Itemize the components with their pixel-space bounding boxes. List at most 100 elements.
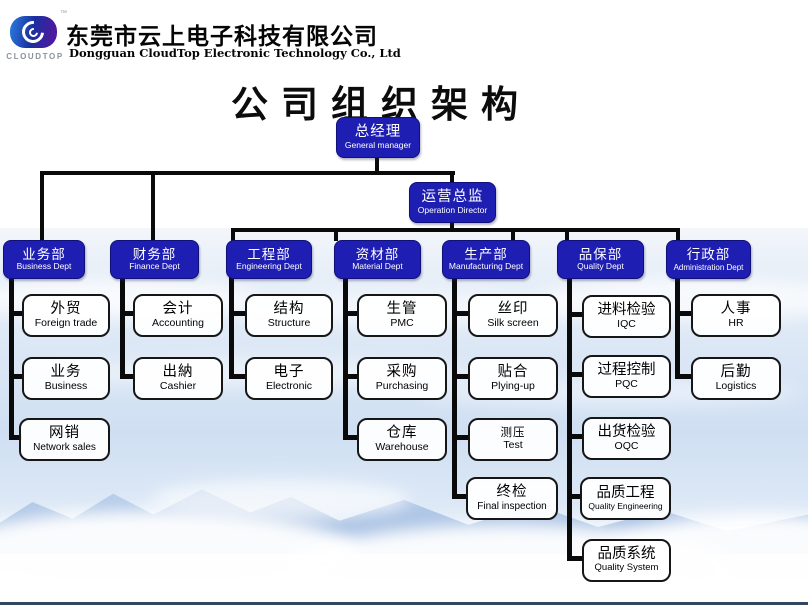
- label-en: Finance Dept: [129, 261, 180, 272]
- connector-line: [40, 171, 44, 241]
- footer-divider: [0, 602, 808, 605]
- connector-line: [452, 311, 468, 316]
- dept-engineering: 工程部 Engineering Dept: [226, 240, 312, 279]
- label-cn: 外贸: [50, 300, 82, 317]
- dept-admin: 行政部 Administration Dept: [666, 240, 751, 279]
- dept-material: 资材部 Material Dept: [334, 240, 421, 279]
- cloudtop-logo-icon: [10, 16, 57, 48]
- connector-line: [334, 228, 338, 241]
- child-warehouse: 仓库 Warehouse: [357, 418, 447, 461]
- connector-line: [450, 171, 454, 183]
- label-en: Operation Director: [417, 204, 488, 215]
- label-en: Accounting: [152, 316, 204, 329]
- label-en: Quality System: [594, 562, 659, 574]
- connector-line: [231, 228, 680, 232]
- connector-line: [450, 221, 454, 230]
- label-cn: 业务部: [22, 246, 66, 262]
- child-final-inspection: 终检 Final inspection: [466, 477, 558, 520]
- label-cn: 会计: [162, 300, 194, 317]
- dept-finance: 财务部 Finance Dept: [110, 240, 199, 279]
- child-cashier: 出納 Cashier: [133, 357, 223, 400]
- label-en: Administration Dept: [673, 262, 744, 272]
- child-silk-screen: 丝印 Silk screen: [468, 294, 558, 337]
- connector-line: [567, 277, 572, 561]
- dept-quality: 品保部 Quality Dept: [557, 240, 644, 279]
- label-cn: 资材部: [355, 246, 400, 262]
- label-cn: 电子: [273, 363, 305, 380]
- connector-line: [567, 372, 582, 377]
- label-en: Business Dept: [16, 261, 72, 272]
- connector-line: [675, 277, 680, 379]
- connector-line: [675, 311, 691, 316]
- child-structure: 结构 Structure: [245, 294, 333, 337]
- label-cn: 品质工程: [596, 484, 655, 501]
- child-accounting: 会计 Accounting: [133, 294, 223, 337]
- company-name-cn: 东莞市云上电子科技有限公司: [66, 23, 378, 49]
- connector-line: [9, 277, 14, 440]
- label-en: Silk screen: [487, 316, 539, 329]
- label-en: Foreign trade: [34, 316, 98, 329]
- label-cn: 仓库: [386, 424, 418, 441]
- connector-line: [452, 277, 457, 499]
- label-cn: 测压: [500, 427, 526, 440]
- label-cn: 采购: [386, 363, 418, 380]
- cloud-shape: [150, 480, 410, 520]
- connector-line: [343, 435, 357, 440]
- child-pqc: 过程控制 PQC: [582, 355, 671, 398]
- label-cn: 出货检验: [597, 423, 656, 440]
- label-en: IQC: [617, 317, 636, 330]
- label-en: Quality Engineering: [588, 500, 663, 511]
- label-en: Electronic: [265, 379, 313, 392]
- label-cn: 运营总监: [421, 189, 484, 206]
- child-iqc: 进料检验 IQC: [582, 295, 671, 338]
- label-cn: 品质系统: [597, 546, 656, 563]
- company-name-en: Dongguan CloudTop Electronic Technology …: [69, 46, 401, 60]
- connector-line: [511, 228, 515, 241]
- connector-line: [120, 374, 133, 379]
- child-purchasing: 采购 Purchasing: [357, 357, 447, 400]
- dept-manufacturing: 生产部 Manufacturing Dept: [442, 240, 530, 279]
- label-cn: 丝印: [497, 300, 529, 317]
- child-network-sales: 网销 Network sales: [19, 418, 110, 461]
- label-en: PMC: [390, 316, 414, 329]
- child-electronic: 电子 Electronic: [245, 357, 333, 400]
- label-en: Purchasing: [375, 379, 429, 392]
- connector-line: [343, 277, 348, 440]
- connector-line: [452, 374, 468, 379]
- connector-line: [676, 228, 680, 241]
- label-cn: 过程控制: [597, 361, 656, 378]
- label-cn: 品保部: [578, 246, 623, 262]
- connector-line: [229, 374, 245, 379]
- child-quality-system: 品质系统 Quality System: [582, 539, 671, 582]
- label-en: Cashier: [159, 379, 197, 392]
- connector-line: [675, 374, 691, 379]
- label-cn: 财务部: [132, 246, 177, 262]
- label-en: HR: [728, 316, 744, 329]
- connector-line: [231, 228, 235, 241]
- label-en: Warehouse: [375, 440, 429, 453]
- label-en: Network sales: [33, 441, 96, 453]
- child-logistics: 后勤 Logistics: [691, 357, 781, 400]
- label-en: OQC: [614, 439, 639, 452]
- connector-line: [375, 156, 379, 175]
- label-cn: 生管: [386, 300, 418, 317]
- connector-line: [229, 277, 234, 379]
- label-en: General manager: [344, 139, 412, 150]
- logo-wordmark: CLOUDTOP: [6, 52, 64, 61]
- connector-line: [42, 171, 455, 175]
- connector-line: [120, 277, 125, 379]
- label-en: Logistics: [715, 379, 757, 392]
- label-cn: 后勤: [720, 363, 752, 380]
- child-pmc: 生管 PMC: [357, 294, 447, 337]
- child-plying-up: 贴合 Plying-up: [468, 357, 558, 400]
- label-cn: 人事: [720, 300, 752, 317]
- connector-line: [452, 494, 468, 499]
- label-en: Quality Dept: [577, 261, 624, 272]
- label-cn: 出納: [162, 363, 194, 380]
- box-general-manager: 总经理 General manager: [336, 117, 420, 158]
- label-cn: 结构: [273, 300, 305, 317]
- connector-line: [343, 374, 357, 379]
- connector-line: [9, 435, 22, 440]
